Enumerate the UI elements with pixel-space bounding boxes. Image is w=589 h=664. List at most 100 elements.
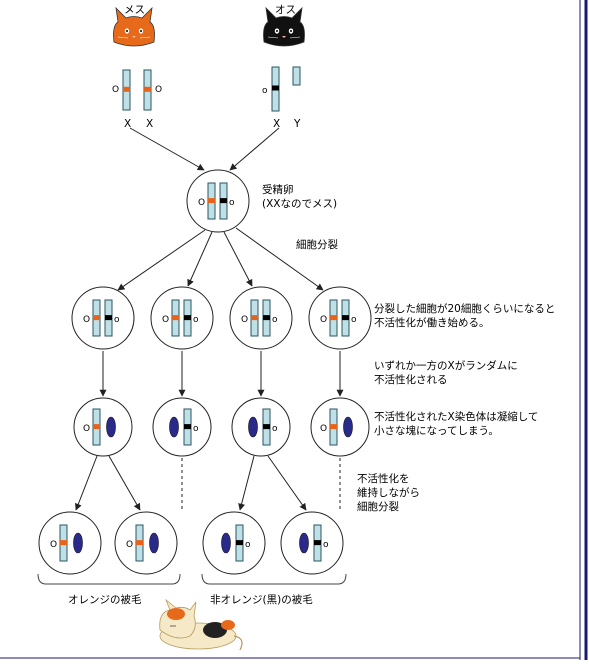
x-chromosome-orange (59, 524, 68, 562)
calico-tail (233, 635, 243, 651)
gene-o-label: O (198, 198, 205, 208)
male-x-label: X (273, 118, 281, 130)
x-chromosome-black (183, 299, 192, 337)
note-random: いずれか一方のXがランダムに 不活性化される (374, 360, 518, 386)
x-chromosome-orange (329, 299, 338, 337)
orange-gene-band (144, 86, 151, 92)
note-divide: 分裂した細胞が20細胞くらいになると 不活性化が働き始める。 (374, 303, 556, 329)
female-label: メス (124, 4, 145, 16)
zygote-label: 受精卵 (262, 184, 294, 196)
daughter-cell-orange-1: O (38, 511, 102, 575)
x-chromosome-orange (171, 299, 180, 337)
male-cat-icon (263, 6, 305, 47)
male-y-label: Y (294, 118, 301, 130)
coat-bracket (201, 573, 347, 585)
cell-membrane (114, 511, 178, 575)
daughter-cell-black-2: o (280, 511, 344, 575)
arrow-to-daughter-3 (238, 455, 255, 511)
female-x-chromosome-right (143, 69, 152, 111)
female-x1-label: X (124, 118, 132, 130)
arrow-to-daughter-1 (75, 455, 98, 511)
cat-whisker (267, 36, 279, 39)
calico-black-patch (203, 622, 227, 638)
cat-pupil-left (126, 30, 128, 32)
zygote-note: (XXなのでメス) (262, 198, 338, 210)
x-chromosome-black (183, 408, 192, 446)
orange-gene-band (93, 424, 100, 430)
gene-o-label: O (83, 315, 90, 325)
orange-gene-band (60, 540, 67, 546)
cell-membrane (150, 286, 214, 350)
gene-small-o-label: o (193, 315, 199, 325)
arrow-male-to-zygote (229, 127, 280, 171)
cat-nose (132, 36, 136, 38)
cell-membrane (152, 397, 212, 457)
gene-o-label: O (126, 540, 133, 550)
x-chromosome-orange (135, 524, 144, 562)
cat-head (113, 6, 155, 47)
x-chromosome-black (341, 299, 350, 337)
inactive-x-blob (73, 532, 83, 554)
x-chromosome-black (104, 299, 113, 337)
gene-o-label: O (155, 85, 162, 95)
female-x-chromosome-left (122, 69, 131, 111)
x-chromosome-black (313, 524, 322, 562)
cell-membrane (308, 286, 372, 350)
arrow-zygote-to-cell-3 (223, 231, 253, 287)
arrow-female-to-zygote (129, 127, 205, 171)
gene-o-label: O (50, 540, 57, 550)
orange-gene-band (172, 315, 179, 321)
coat-bracket (37, 573, 181, 585)
black-gene-band (263, 315, 270, 321)
gene-o-label: O (162, 315, 169, 325)
black-gene-band (220, 198, 227, 204)
black-gene-band (272, 85, 279, 91)
x-chromosome-orange (207, 182, 216, 220)
cat-whisker (289, 36, 301, 39)
cell-membrane (186, 169, 250, 233)
female-x2-label: X (146, 118, 154, 130)
cats (113, 6, 305, 651)
gene-small-o-label: o (229, 198, 235, 208)
arrow-to-daughter-2 (108, 455, 141, 511)
cat-pupil-right (290, 30, 292, 32)
x-chromosome-orange (329, 408, 338, 446)
calico-orange-patch (221, 620, 235, 630)
x-chromosome-black (262, 408, 271, 446)
male-x-chromosome (271, 66, 280, 112)
cat-nose (282, 36, 286, 38)
x-chromosome-orange (250, 299, 259, 337)
nonorange-coat-label: 非オレンジ(黒)の被毛 (210, 594, 313, 606)
inactivated-cell-1: O (73, 397, 133, 457)
inactive-x-blob (343, 416, 353, 438)
cell-membrane (229, 286, 293, 350)
black-gene-band (105, 315, 112, 321)
inactivated-cell-3: o (231, 397, 291, 457)
inactive-x-blob (221, 532, 231, 554)
black-gene-band (314, 540, 321, 546)
arrow-to-daughter-4 (267, 455, 307, 511)
inactive-x-blob (106, 416, 116, 438)
cell-membrane (310, 397, 370, 457)
gene-o-label: O (320, 315, 327, 325)
gene-o-label: O (112, 85, 119, 95)
arrows (75, 127, 344, 511)
inactivated-cell-2: o (152, 397, 212, 457)
black-gene-band (236, 540, 243, 546)
gene-small-o-label: o (245, 540, 251, 550)
gene-small-o-label: o (114, 315, 120, 325)
cat-pupil-left (276, 30, 278, 32)
gene-o-label: O (83, 424, 90, 434)
gene-small-o-label: o (323, 540, 329, 550)
cell-membrane (71, 286, 135, 350)
gene-o-label: O (241, 315, 248, 325)
x-chromosome-black (262, 299, 271, 337)
calico-orange-patch (167, 608, 185, 620)
inactive-x-blob (299, 532, 309, 554)
